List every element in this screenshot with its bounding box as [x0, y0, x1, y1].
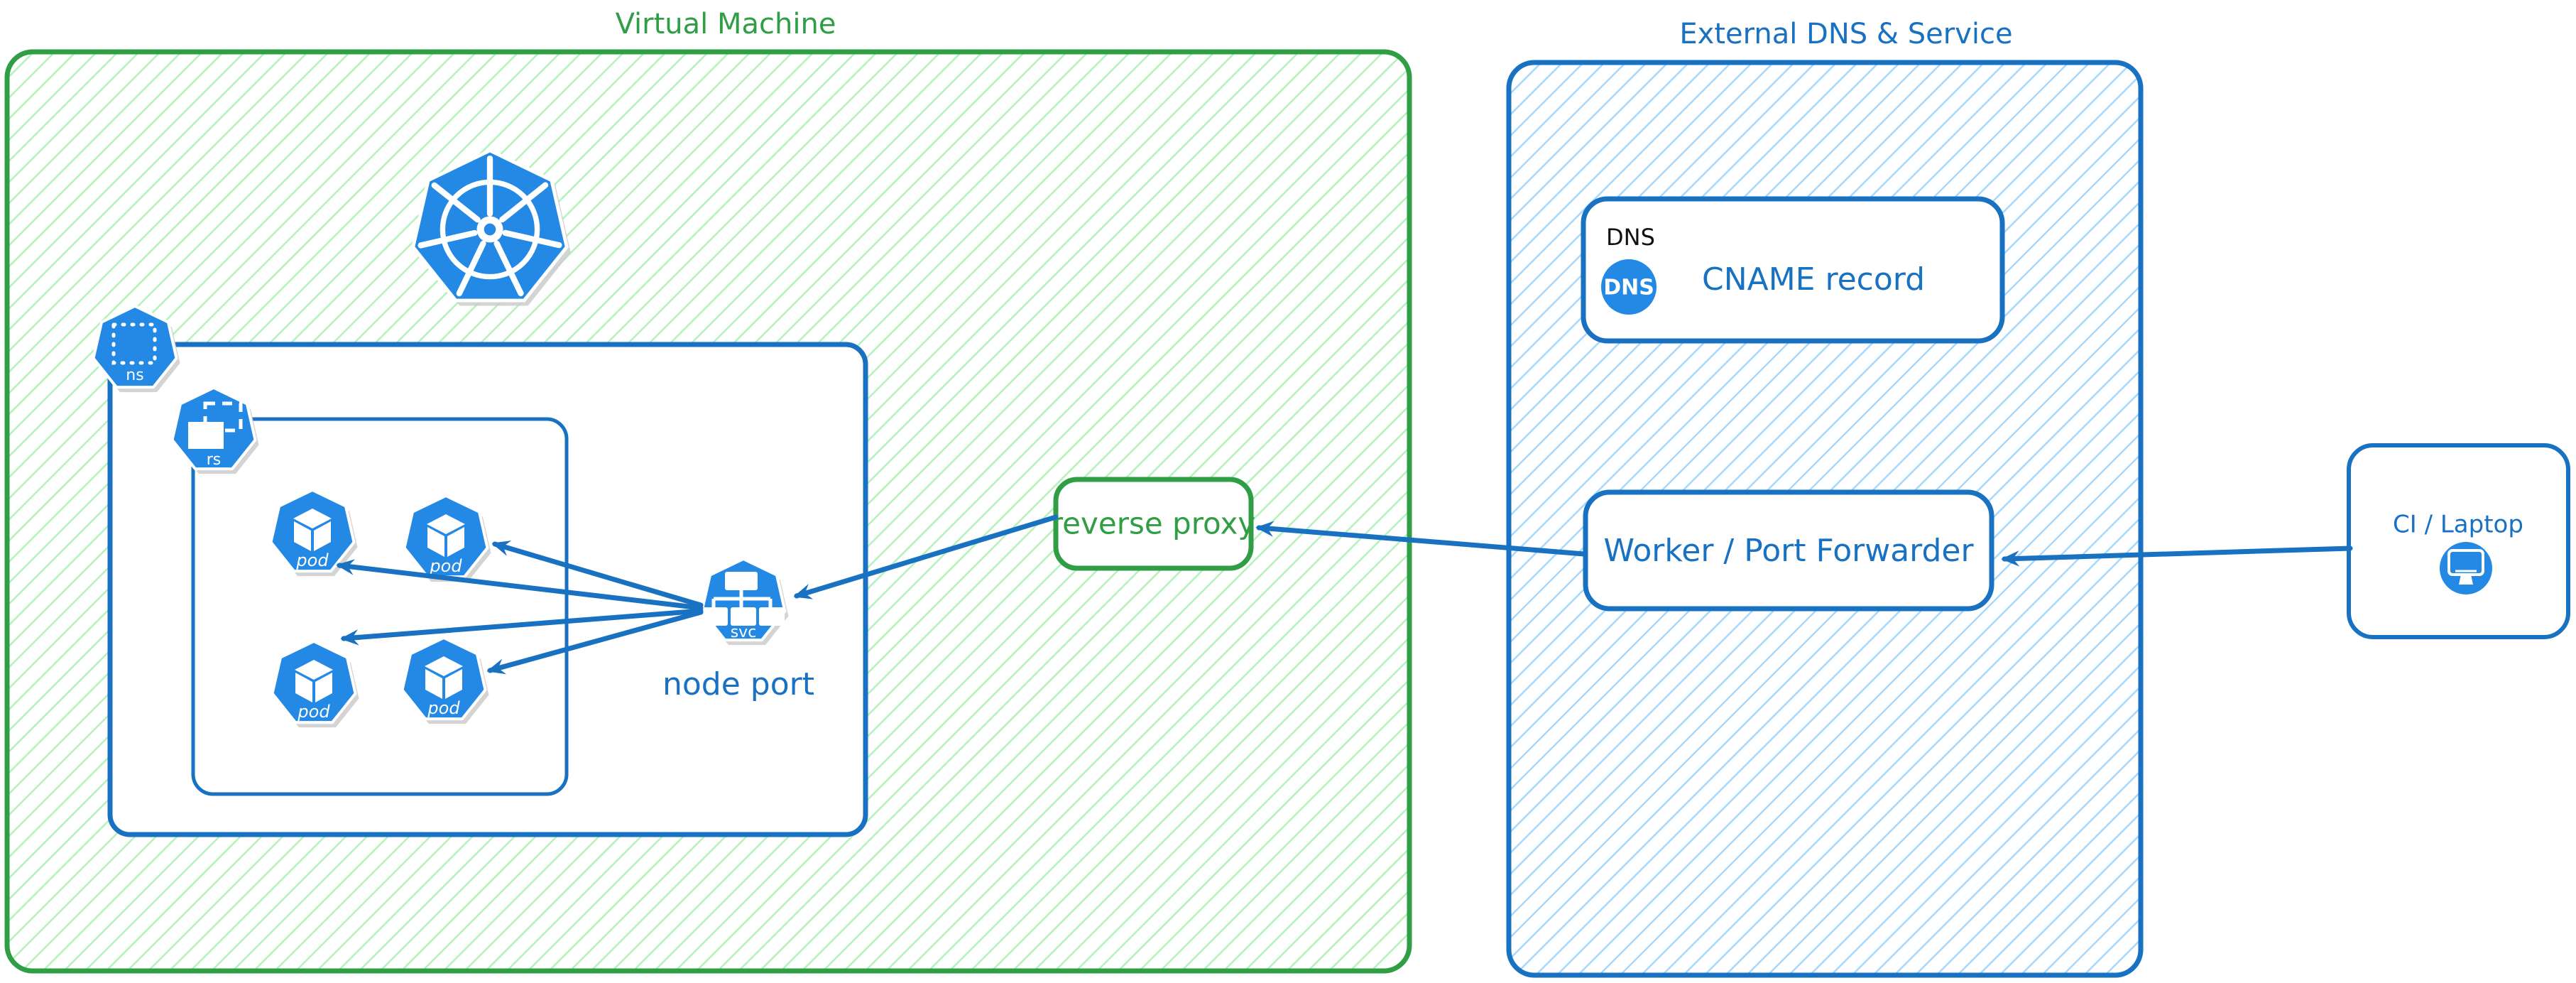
ns-label: ns [126, 366, 143, 384]
svc-label: svc [731, 624, 757, 641]
ci-laptop-label: CI / Laptop [2393, 511, 2523, 539]
dns-card: DNS DNS CNAME record [1581, 196, 2005, 344]
virtual-machine-title: Virtual Machine [616, 8, 836, 40]
reverse-proxy-box: reverse proxy [1051, 477, 1255, 571]
arrow-svc-to-pod-4 [486, 609, 704, 675]
arrow-svc-to-pod-1 [336, 559, 704, 611]
arrow-worker-to-reverse-proxy [1255, 521, 1587, 557]
node-port-label: node port [662, 666, 814, 702]
reverse-proxy-label: reverse proxy [1051, 506, 1255, 541]
arrow-svc-to-pod-3 [340, 608, 704, 646]
ci-laptop-box: CI / Laptop [2347, 443, 2570, 639]
dns-tag: DNS [1606, 224, 1655, 251]
arrow-ci-to-worker [2001, 545, 2353, 567]
worker-label: Worker / Port Forwarder [1603, 533, 1974, 569]
rs-label: rs [207, 451, 222, 469]
namespace-icon: ns [92, 305, 180, 393]
external-dns-service-title: External DNS & Service [1679, 18, 2012, 50]
kubernetes-logo [413, 151, 571, 306]
monitor-icon [2440, 542, 2492, 594]
dns-badge-label: DNS [1603, 276, 1654, 300]
arrow-svc-to-pod-2 [491, 541, 704, 608]
cname-record-label: CNAME record [1702, 261, 1925, 298]
dns-badge-icon: DNS [1601, 259, 1657, 315]
arrow-reverse-proxy-to-svc [793, 514, 1059, 599]
replicaset-icon: rs [170, 386, 259, 474]
replicaset-box [191, 417, 569, 796]
worker-card: Worker / Port Forwarder [1583, 489, 1994, 612]
service-icon: svc [700, 558, 789, 646]
